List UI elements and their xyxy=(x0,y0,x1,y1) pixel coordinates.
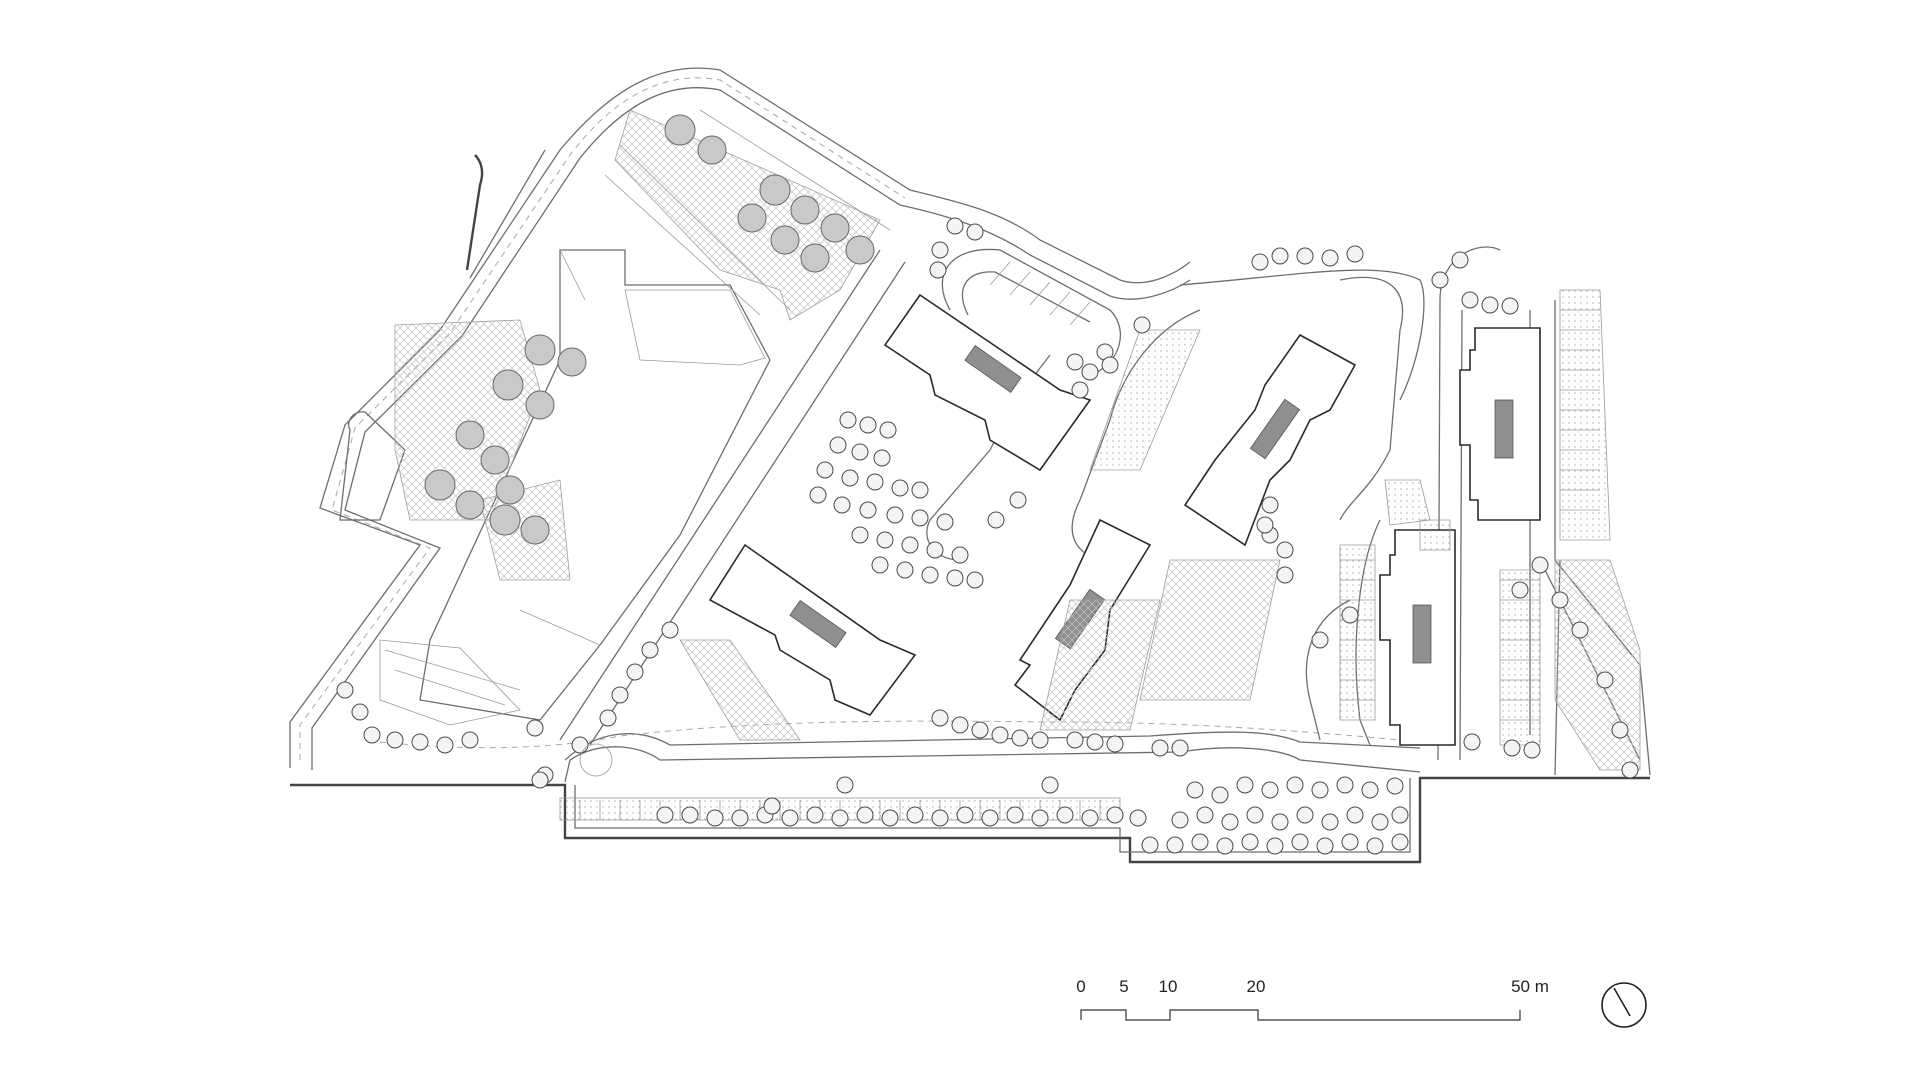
building-a xyxy=(883,293,1092,472)
scale-tick-0: 0 xyxy=(1076,977,1085,996)
scale-bar: 0 5 10 20 50 m xyxy=(1076,977,1549,1021)
building-e xyxy=(1459,327,1541,521)
building-f xyxy=(1379,529,1456,746)
residential-buildings xyxy=(708,293,1541,746)
building-b xyxy=(708,543,917,716)
site-boundary xyxy=(290,149,1650,864)
scale-tick-20: 20 xyxy=(1247,977,1266,996)
scale-tick-5: 5 xyxy=(1119,977,1128,996)
north-arrow-icon xyxy=(1601,982,1647,1028)
landscape-trees xyxy=(336,217,1639,855)
courtyard-trees xyxy=(424,114,875,545)
scale-tick-10: 10 xyxy=(1159,977,1178,996)
scale-tick-50: 50 m xyxy=(1511,977,1549,996)
parking-areas xyxy=(559,261,1641,821)
building-d xyxy=(1183,333,1357,547)
